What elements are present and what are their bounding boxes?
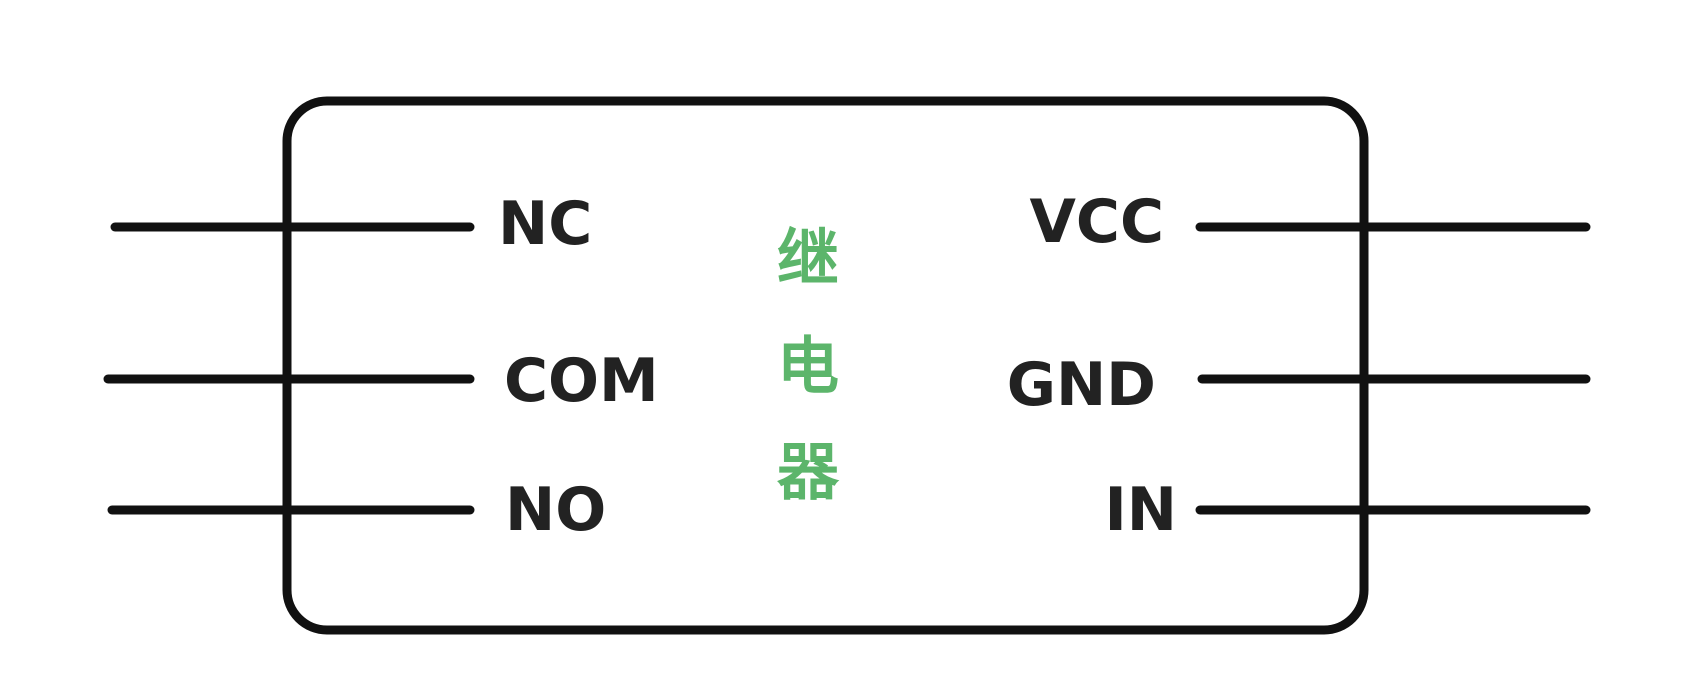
module-title-char-1: 继 [777,222,839,295]
pin-label-gnd: GND [1007,350,1156,420]
pin-label-in: IN [1104,475,1177,545]
module-title-char-3: 器 [777,436,840,509]
module-title: 继 电 器 [777,222,840,509]
pin-label-no: NO [505,475,606,545]
pin-label-com: COM [504,346,659,416]
left-pin-group: NC COM NO [103,189,659,545]
pin-label-nc: NC [498,189,592,259]
right-pin-group: VCC GND IN [1007,187,1591,545]
relay-module-body [282,96,1369,635]
pin-label-vcc: VCC [1029,187,1164,257]
module-title-char-2: 电 [777,330,839,403]
